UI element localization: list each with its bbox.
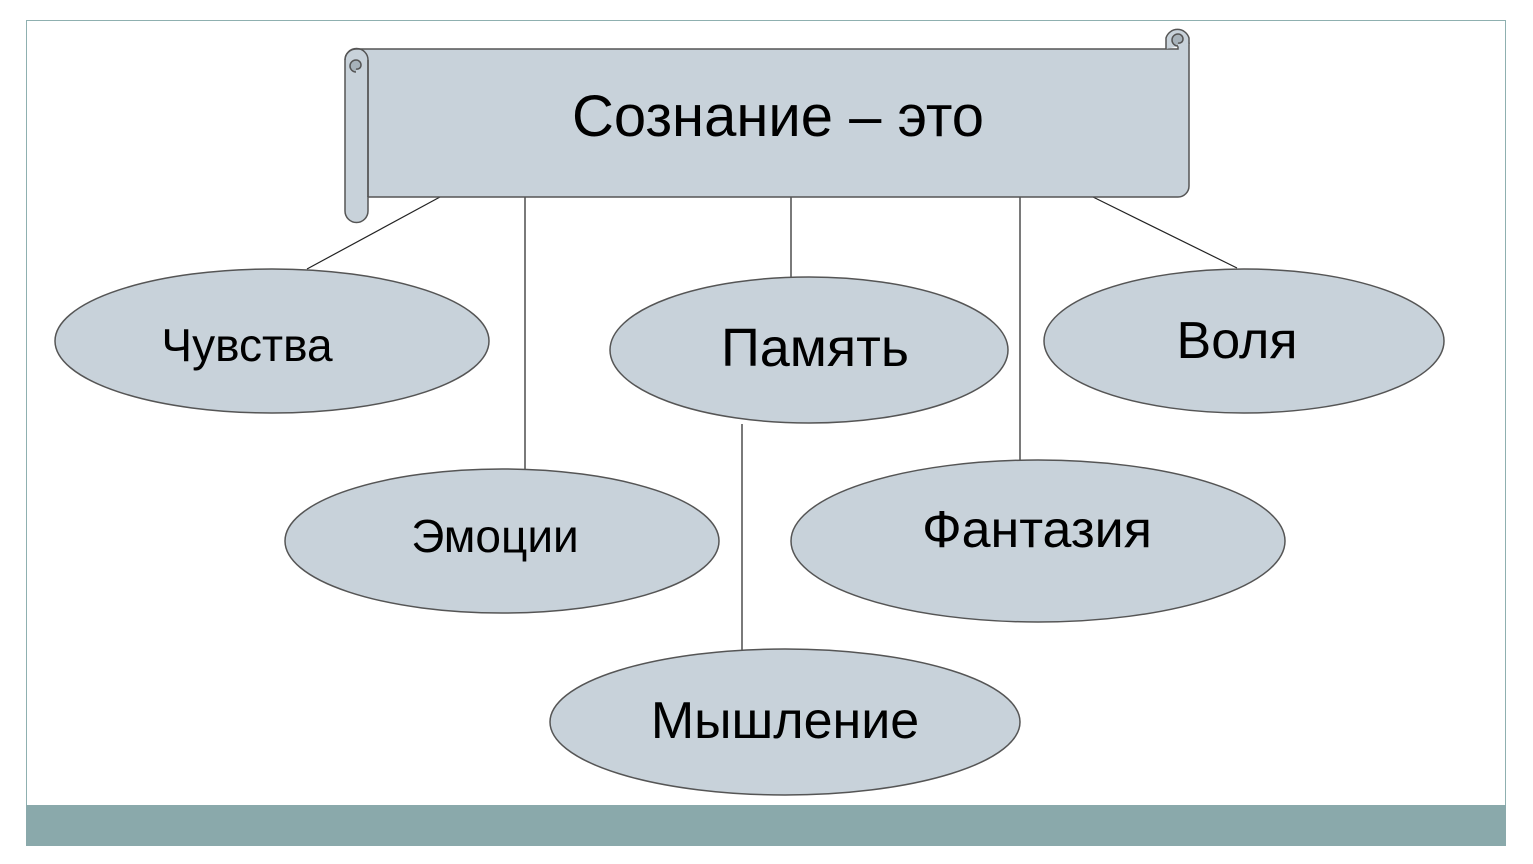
node-feelings-label: Чувства (161, 319, 333, 371)
node-fantasy-label: Фантазия (922, 501, 1152, 559)
diagram-title: Сознание – это (572, 84, 984, 149)
connector-will (1092, 196, 1238, 269)
node-thinking-label: Мышление (651, 692, 919, 750)
node-memory-label: Память (721, 318, 909, 378)
node-feelings: Чувства (54, 268, 490, 414)
node-emotions-label: Эмоции (411, 510, 579, 562)
connectors (306, 196, 1238, 652)
title-scroll-banner (344, 28, 1190, 224)
footer-bar (26, 805, 1506, 846)
node-memory: Память (609, 276, 1009, 424)
node-will-label: Воля (1177, 312, 1298, 370)
connector-feelings (306, 196, 441, 270)
node-emotions: Эмоции (284, 468, 720, 614)
node-thinking: Мышление (549, 648, 1021, 796)
node-fantasy: Фантазия (790, 459, 1286, 623)
node-will: Воля (1043, 268, 1445, 414)
slide-frame (26, 20, 1506, 846)
